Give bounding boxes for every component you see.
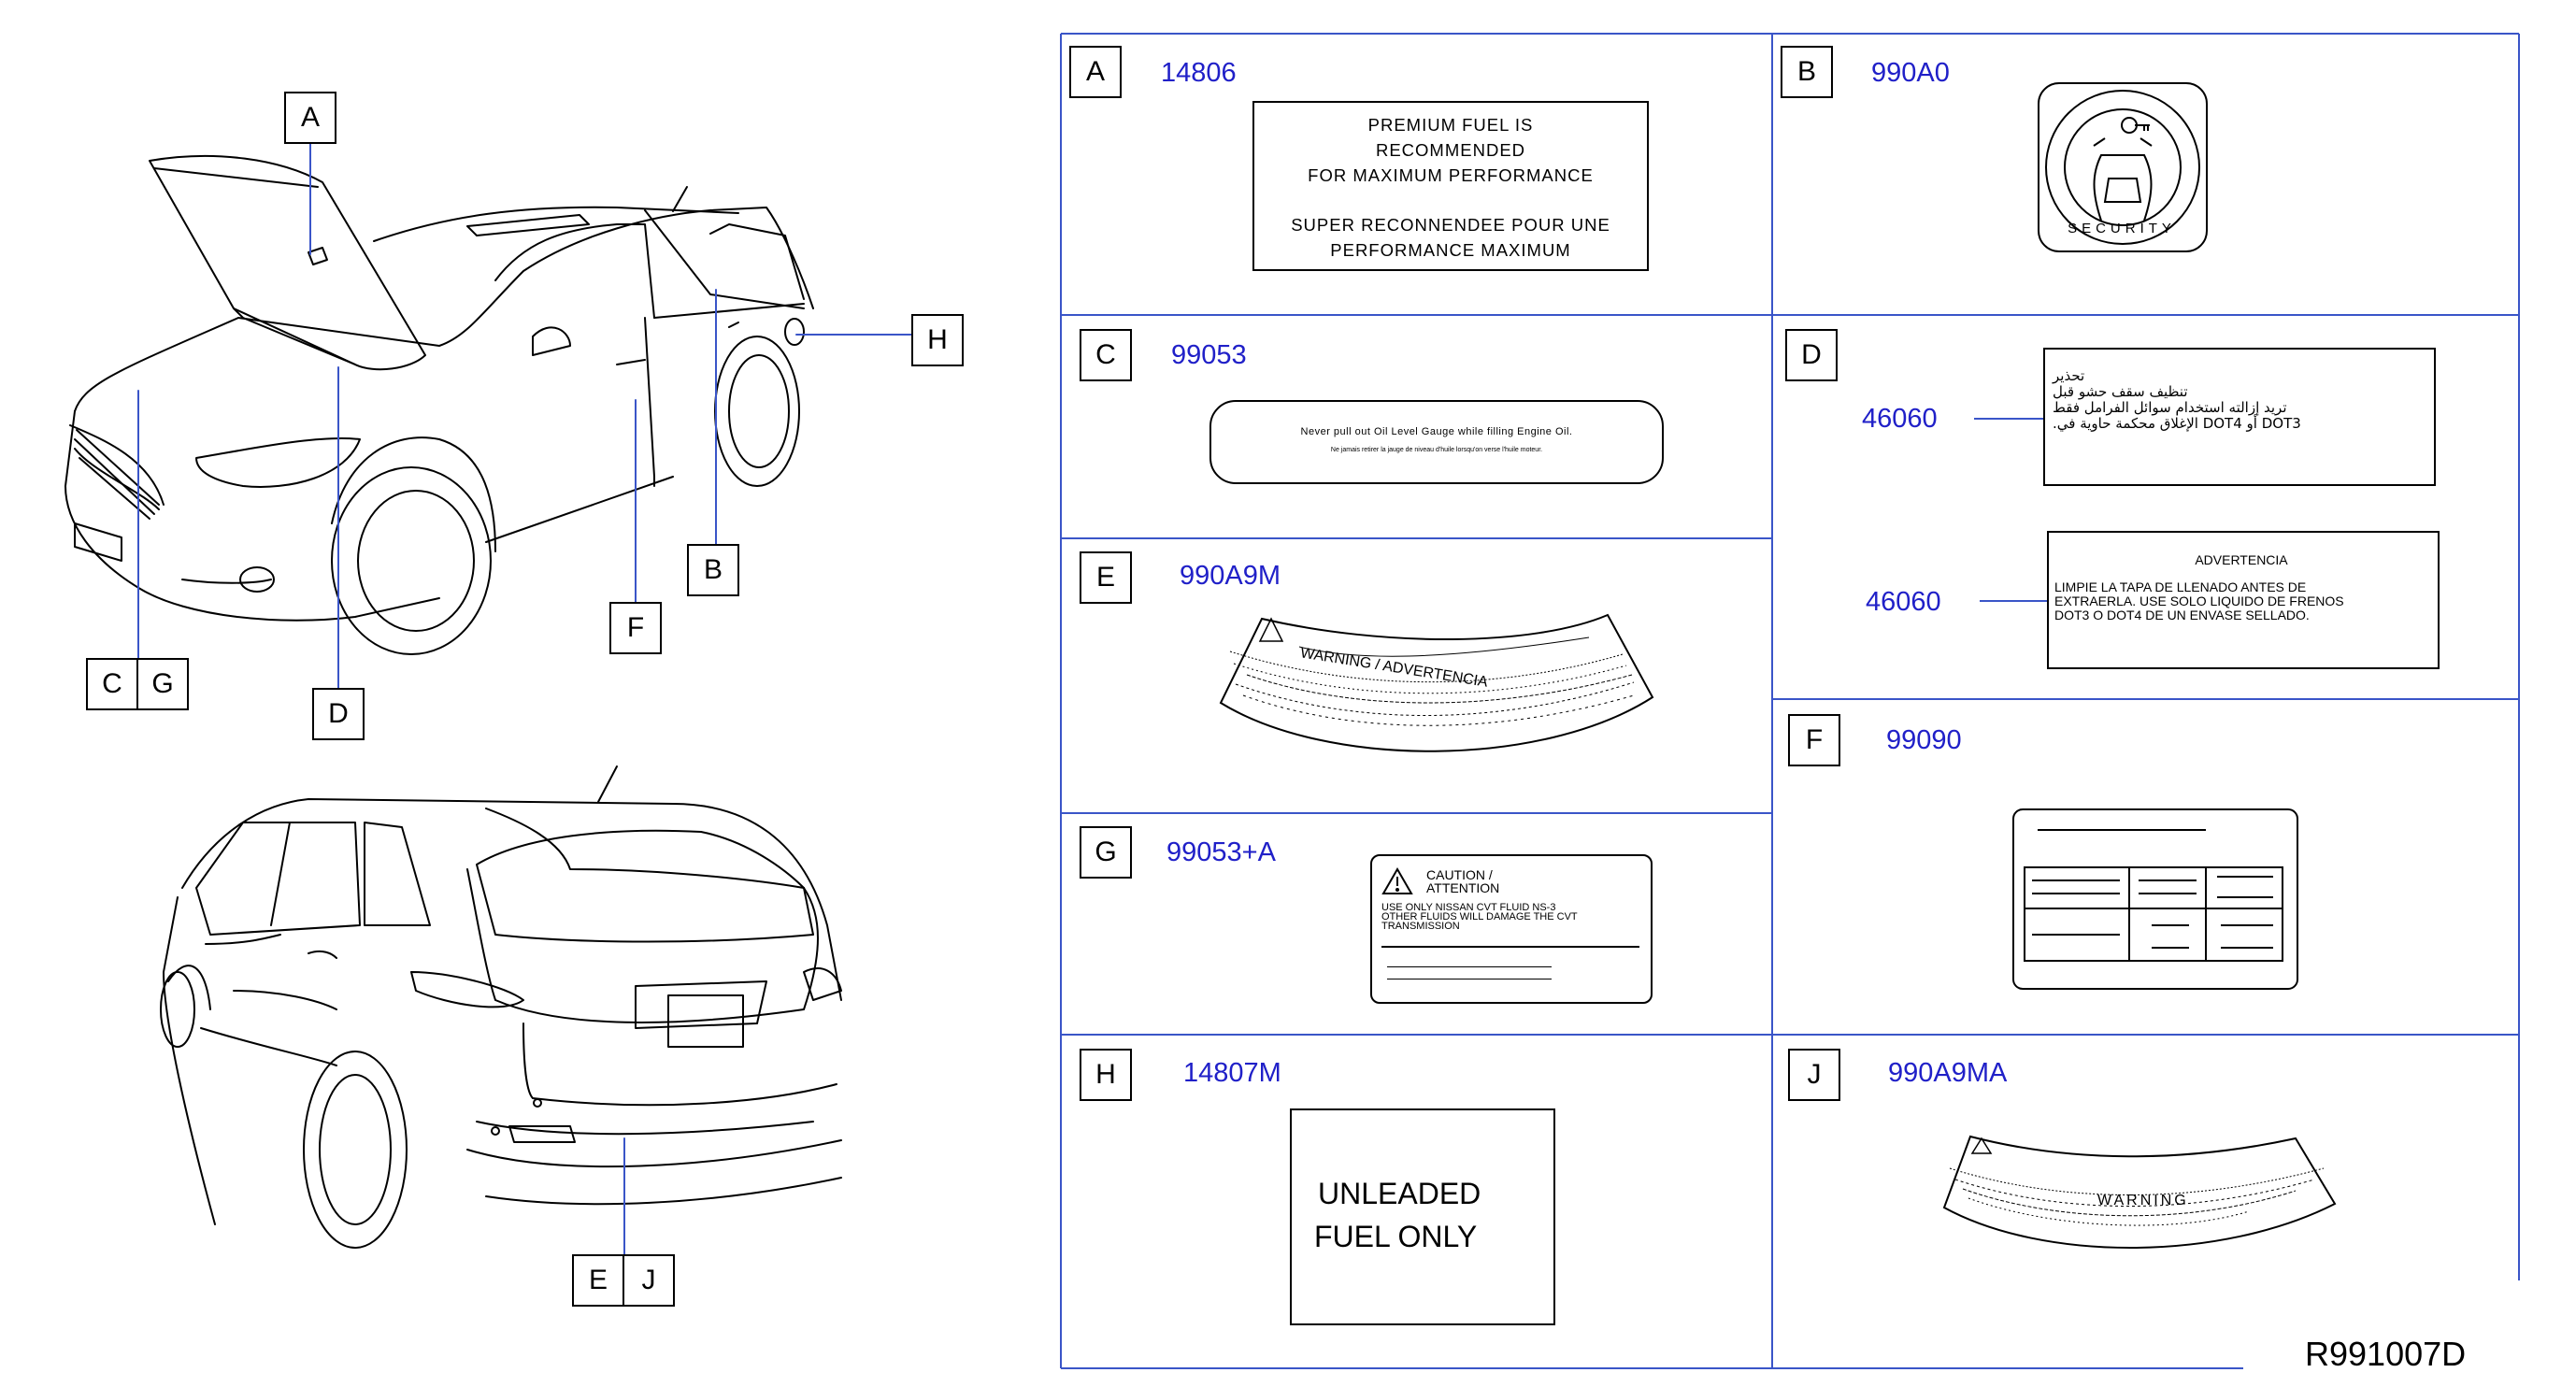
callout-b: B [687, 544, 739, 596]
callout-d: D [312, 688, 365, 740]
label-f-table [2012, 808, 2298, 990]
panel-tag-b: B [1781, 46, 1833, 98]
label-oil-gauge: Never pull out Oil Level Gauge while fil… [1209, 400, 1664, 484]
label-brake-fluid-spanish: ADVERTENCIA LIMPIE LA TAPA DE LLENADO AN… [2047, 531, 2440, 669]
label-a-line-5: PERFORMANCE MAXIMUM [1330, 240, 1571, 260]
label-j-warning-text: WARNING [2097, 1193, 2189, 1208]
label-curved-warning-e [1219, 613, 1654, 752]
panel-tag-e: E [1080, 551, 1132, 604]
part-number-f: 99090 [1886, 725, 1962, 755]
label-a-line-4: SUPER RECONNENDEE POUR UNE [1291, 215, 1610, 235]
label-g-line-2: OTHER FLUIDS WILL DAMAGE THE CVT [1381, 911, 1578, 922]
callout-f: F [609, 602, 662, 654]
panel-tag-a: A [1069, 46, 1122, 98]
panel-tag-c: C [1080, 329, 1132, 381]
label-g-line-3: TRANSMISSION [1381, 921, 1460, 932]
label-brake-fluid-arabic: تحذير تنظيف سقف حشو قبل تريد إزالته استخ… [2043, 348, 2436, 486]
panel-tag-h: H [1080, 1049, 1132, 1101]
part-number-a: 14806 [1161, 58, 1237, 88]
security-emblem [2038, 82, 2208, 252]
label-a-line-1: PREMIUM FUEL IS [1367, 115, 1534, 135]
label-d-es-line-3: DOT3 O DOT4 DE UN ENVASE SELLADO. [2054, 608, 2310, 622]
label-d-ar-line-1: تحذير [2053, 367, 2085, 384]
label-d-ar-line-4: DOT3 أو DOT4 الإغلاق محكمة حاوية في. [2053, 415, 2301, 432]
front-leader-lines [137, 142, 912, 694]
part-number-g: 99053+A [1166, 837, 1276, 867]
label-g-caution-title: CAUTION / ATTENTION [1426, 867, 1500, 895]
caution-triangle-icon [1381, 867, 1413, 894]
part-number-h: 14807M [1183, 1058, 1281, 1088]
label-cvt-caution: CAUTION / ATTENTION USE ONLY NISSAN CVT … [1370, 854, 1653, 1004]
front-vehicle-view [64, 154, 814, 655]
part-number-c: 99053 [1171, 340, 1247, 370]
label-d-es-line-2: EXTRAERLA. USE SOLO LIQUIDO DE FRENOS [2054, 593, 2344, 608]
label-a-line-2: RECOMMENDED [1375, 140, 1526, 160]
panel-tag-j: J [1788, 1049, 1840, 1101]
part-number-d-bottom: 46060 [1866, 587, 1941, 617]
label-d-ar-line-2: تنظيف سقف حشو قبل [2053, 383, 2188, 400]
callout-e: E [572, 1254, 624, 1307]
label-d-ar-line-3: تريد إزالته استخدام سوائل الفرامل فقط [2053, 399, 2287, 416]
part-number-j: 990A9MA [1888, 1058, 2008, 1088]
callout-c: C [86, 658, 138, 710]
callout-h: H [911, 314, 964, 366]
part-number-e: 990A9M [1180, 561, 1281, 591]
panel-tag-g: G [1080, 826, 1132, 879]
label-c-line-1: Never pull out Oil Level Gauge while fil… [1300, 426, 1573, 437]
label-premium-fuel: PREMIUM FUEL IS RECOMMENDED FOR MAXIMUM … [1252, 101, 1649, 271]
label-g-line-1: USE ONLY NISSAN CVT FLUID NS-3 [1381, 902, 1556, 913]
panel-tag-d: D [1785, 329, 1838, 381]
part-number-d-top: 46060 [1862, 404, 1938, 434]
label-a-line-3: FOR MAXIMUM PERFORMANCE [1308, 165, 1594, 185]
label-unleaded-fuel: UNLEADED FUEL ONLY [1290, 1108, 1555, 1325]
part-number-b: 990A0 [1871, 58, 1950, 88]
security-emblem-text: SECURITY [2068, 221, 2176, 236]
vehicle-drawings [64, 142, 912, 1255]
rear-vehicle-view [160, 765, 842, 1249]
label-c-line-2: Ne jamais retirer la jauge de niveau d'h… [1330, 447, 1543, 453]
diagram-reference-code: R991007D [2305, 1335, 2467, 1373]
callout-a: A [284, 92, 336, 144]
callout-g: G [136, 658, 189, 710]
label-curved-warning-j [1942, 1135, 2337, 1249]
label-d-es-title: ADVERTENCIA [2195, 552, 2288, 567]
label-h-line-2: FUEL ONLY [1314, 1220, 1478, 1253]
label-h-line-1: UNLEADED [1318, 1177, 1481, 1210]
panel-tag-f: F [1788, 714, 1840, 766]
callout-j: J [623, 1254, 675, 1307]
label-d-es-line-1: LIMPIE LA TAPA DE LLENADO ANTES DE [2054, 579, 2307, 594]
